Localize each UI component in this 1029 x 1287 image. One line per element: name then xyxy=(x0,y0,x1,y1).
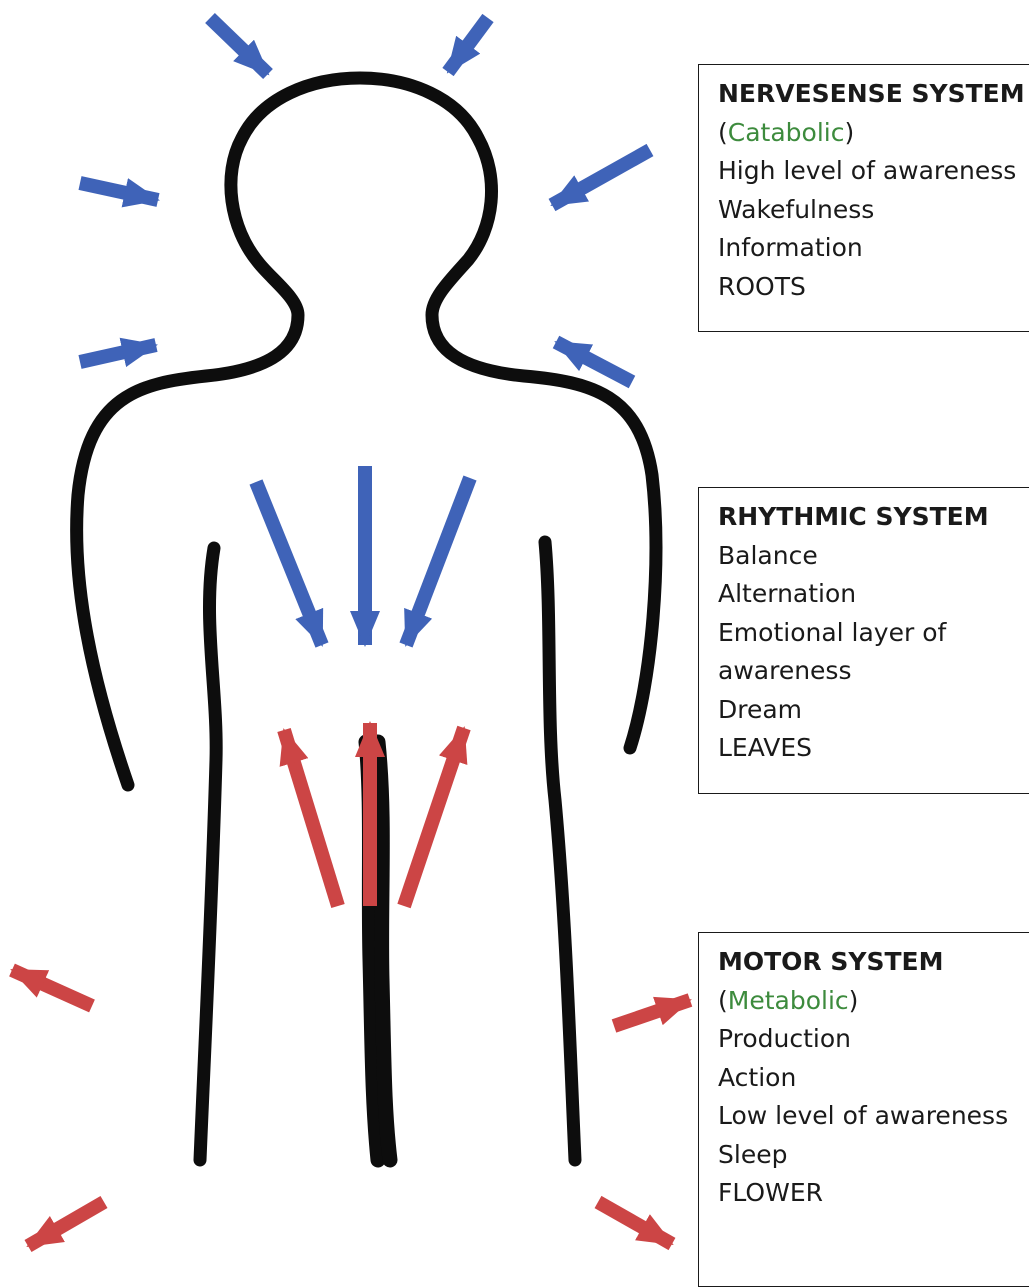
rhythmic-line: Emotional layer of xyxy=(718,614,1029,653)
nervesense-line: Wakefulness xyxy=(718,191,1029,230)
arrow-icon xyxy=(210,18,268,74)
torso-outline xyxy=(77,78,656,785)
arrow-icon xyxy=(28,1202,104,1246)
rhythmic-line: Alternation xyxy=(718,575,1029,614)
right-arm-outline xyxy=(545,542,575,1160)
motor-system-box: MOTOR SYSTEM (Metabolic) Production Acti… xyxy=(698,932,1029,1287)
arrow-icon xyxy=(12,970,92,1006)
arrow-icon xyxy=(256,482,322,645)
arrow-icon xyxy=(448,18,488,72)
right-leg-outline xyxy=(378,742,390,1160)
arrow-icon xyxy=(406,478,470,645)
paren-open: ( xyxy=(718,986,728,1015)
arrow-icon xyxy=(598,1202,672,1244)
arrow-icon xyxy=(404,728,464,906)
arrow-icon xyxy=(614,1000,690,1026)
paren-open: ( xyxy=(718,118,728,147)
nervesense-system-box: NERVESENSE SYSTEM (Catabolic) High level… xyxy=(698,64,1029,332)
nervesense-line: ROOTS xyxy=(718,268,1029,307)
arrow-icon xyxy=(80,345,156,362)
nervesense-line: Information xyxy=(718,229,1029,268)
motor-paren-line: (Metabolic) xyxy=(718,982,1029,1021)
arrow-icon xyxy=(552,150,650,205)
motor-line: Action xyxy=(718,1059,1029,1098)
motor-title: MOTOR SYSTEM xyxy=(718,943,1029,982)
left-arm-outline xyxy=(200,548,216,1160)
inward-arrows xyxy=(80,18,650,645)
motor-line: Sleep xyxy=(718,1136,1029,1175)
nervesense-title: NERVESENSE SYSTEM xyxy=(718,75,1029,114)
motor-line: FLOWER xyxy=(718,1174,1029,1213)
arrow-icon xyxy=(284,730,338,906)
metabolic-term: Metabolic xyxy=(728,986,849,1015)
arrow-icon xyxy=(80,183,158,200)
rhythmic-title: RHYTHMIC SYSTEM xyxy=(718,498,1029,537)
rhythmic-line: awareness xyxy=(718,652,1029,691)
rhythmic-line: Dream xyxy=(718,691,1029,730)
rhythmic-line: Balance xyxy=(718,537,1029,576)
nervesense-line: High level of awareness xyxy=(718,152,1029,191)
motor-line: Low level of awareness xyxy=(718,1097,1029,1136)
outward-arrows xyxy=(12,723,690,1246)
nervesense-paren-line: (Catabolic) xyxy=(718,114,1029,153)
rhythmic-system-box: RHYTHMIC SYSTEM Balance Alternation Emot… xyxy=(698,487,1029,794)
motor-line: Production xyxy=(718,1020,1029,1059)
paren-close: ) xyxy=(849,986,859,1015)
paren-close: ) xyxy=(844,118,854,147)
rhythmic-line: LEAVES xyxy=(718,729,1029,768)
catabolic-term: Catabolic xyxy=(728,118,845,147)
